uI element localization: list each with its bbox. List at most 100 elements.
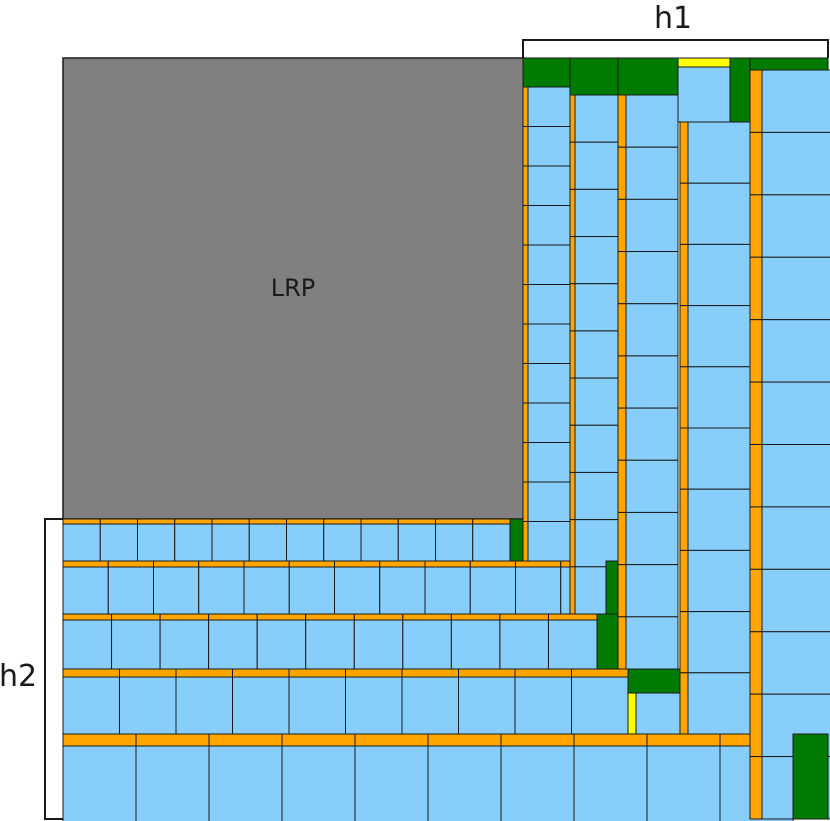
column-strip: [617, 94, 627, 148]
column-strip: [679, 488, 689, 551]
column-strip: [679, 366, 689, 429]
column-tile: [761, 631, 830, 695]
h1-bracket: [522, 39, 829, 58]
bottom-strip: [208, 733, 283, 747]
column-strip: [617, 146, 627, 200]
column-strip: [569, 519, 576, 568]
bottom-tile: [435, 523, 474, 567]
bottom-strip: [402, 613, 452, 621]
column-strip: [617, 303, 627, 357]
column-strip: [522, 165, 529, 206]
bottom-strip: [573, 733, 648, 747]
bottom-tile: [401, 676, 459, 736]
column-tile: [625, 146, 679, 200]
bottom-tile: [174, 523, 213, 567]
column-tile: [687, 427, 755, 490]
bottom-strip: [232, 668, 290, 678]
column-strip: [617, 355, 627, 409]
bottom-tile: [256, 619, 307, 674]
column-strip: [522, 481, 529, 522]
column-tile: [574, 188, 621, 238]
bottom-strip: [256, 613, 307, 621]
h1-label: h1: [654, 1, 692, 36]
column-tile: [625, 564, 679, 618]
bottom-tile: [499, 619, 549, 674]
column-tile: [687, 672, 755, 735]
column-strip: [679, 305, 689, 368]
bottom-tile: [135, 745, 210, 821]
bottom-tile: [450, 619, 501, 674]
bottom-tile: [119, 676, 177, 736]
bottom-tile: [107, 566, 154, 615]
column-strip: [569, 188, 576, 238]
column-strip: [749, 444, 763, 508]
bottom-tile: [153, 566, 200, 615]
bottom-strip: [137, 518, 176, 525]
green-cap: [522, 57, 571, 88]
column-strip: [522, 126, 529, 167]
bottom-strip: [424, 560, 471, 568]
column-strip: [522, 521, 529, 562]
bottom-tile: [353, 619, 404, 674]
column-tile: [574, 377, 621, 426]
bottom-tile: [211, 523, 250, 567]
bottom-tile: [360, 523, 399, 567]
bottom-strip: [514, 668, 572, 678]
column-tile: [625, 198, 679, 253]
column-tile: [574, 330, 621, 379]
bottom-tile: [397, 523, 436, 567]
bottom-strip: [354, 733, 429, 747]
column-strip: [749, 194, 763, 258]
green-block: [627, 668, 681, 694]
bottom-tile: [500, 745, 575, 821]
column-strip: [522, 323, 529, 364]
column-tile: [527, 363, 572, 404]
bottom-strip: [62, 733, 137, 747]
column-strip: [617, 459, 627, 513]
column-tile: [761, 256, 830, 321]
column-tile: [574, 236, 621, 285]
bottom-tile: [175, 676, 233, 736]
column-strip: [569, 377, 576, 426]
bottom-strip: [175, 668, 233, 678]
column-tile: [527, 126, 572, 167]
bottom-strip: [62, 668, 120, 678]
column-strip: [749, 568, 763, 633]
bottom-tile: [379, 566, 426, 615]
lrp-region: [62, 57, 525, 520]
column-tile: [574, 283, 621, 332]
green-cap: [617, 57, 679, 96]
h2-label: h2: [0, 659, 37, 694]
bottom-tile: [62, 566, 109, 615]
column-tile: [527, 205, 572, 246]
column-tile: [625, 616, 679, 670]
column-tile: [625, 407, 679, 461]
column-tile: [687, 121, 755, 184]
column-tile: [574, 471, 621, 521]
bottom-strip: [135, 733, 210, 747]
column-strip: [569, 141, 576, 190]
light-tile: [635, 692, 681, 735]
bottom-strip: [500, 733, 575, 747]
column-strip: [617, 616, 627, 670]
bottom-tile: [334, 566, 381, 615]
column-strip: [617, 198, 627, 253]
column-strip: [617, 511, 627, 566]
bottom-tile: [137, 523, 176, 567]
column-tile: [625, 251, 679, 305]
column-strip: [679, 121, 689, 184]
green-block: [596, 613, 619, 670]
bottom-strip: [211, 518, 250, 525]
bottom-tile: [243, 566, 290, 615]
column-strip: [749, 256, 763, 321]
column-strip: [749, 506, 763, 570]
filler-blocks: [509, 57, 829, 820]
bottom-tile: [281, 745, 356, 821]
bottom-strip: [99, 518, 138, 525]
column-tile: [527, 402, 572, 443]
bottom-tile: [354, 745, 429, 821]
bottom-tile: [62, 619, 113, 674]
column-tile: [625, 511, 679, 566]
column-tile: [527, 284, 572, 325]
